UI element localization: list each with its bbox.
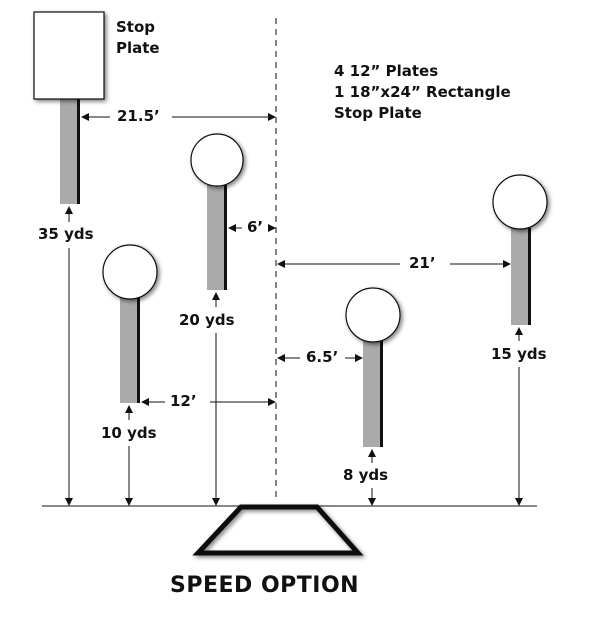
target-plate-8 bbox=[345, 287, 401, 447]
target-plate-20 bbox=[190, 133, 244, 290]
offset-label-21: 21’ bbox=[409, 254, 436, 272]
legend-line-stop-plate: Stop Plate bbox=[334, 104, 422, 122]
offset-arrows bbox=[81, 113, 511, 406]
stop-plate-label-line2: Plate bbox=[116, 39, 160, 57]
distance-label-8: 8 yds bbox=[343, 466, 389, 484]
target-plate-10 bbox=[102, 244, 158, 403]
shooting-box bbox=[192, 504, 364, 556]
offset-label-6: 6’ bbox=[247, 218, 264, 236]
offset-label-6-5: 6.5’ bbox=[306, 348, 339, 366]
legend-line-plates: 4 12” Plates bbox=[334, 62, 439, 80]
distance-label-35: 35 yds bbox=[38, 225, 94, 243]
distance-arrows bbox=[65, 206, 523, 506]
page-title: SPEED OPTION bbox=[170, 573, 360, 598]
stop-plate-label-line1: Stop bbox=[116, 18, 156, 36]
offset-label-21-5: 21.5’ bbox=[117, 107, 160, 125]
distance-label-15: 15 yds bbox=[491, 345, 547, 363]
target-plate-15 bbox=[492, 174, 548, 325]
distance-label-10: 10 yds bbox=[101, 424, 157, 442]
distance-label-20: 20 yds bbox=[179, 311, 235, 329]
offset-label-12: 12’ bbox=[170, 392, 197, 410]
target-stop-plate bbox=[33, 11, 105, 204]
legend-line-rectangle: 1 18”x24” Rectangle bbox=[334, 83, 511, 101]
